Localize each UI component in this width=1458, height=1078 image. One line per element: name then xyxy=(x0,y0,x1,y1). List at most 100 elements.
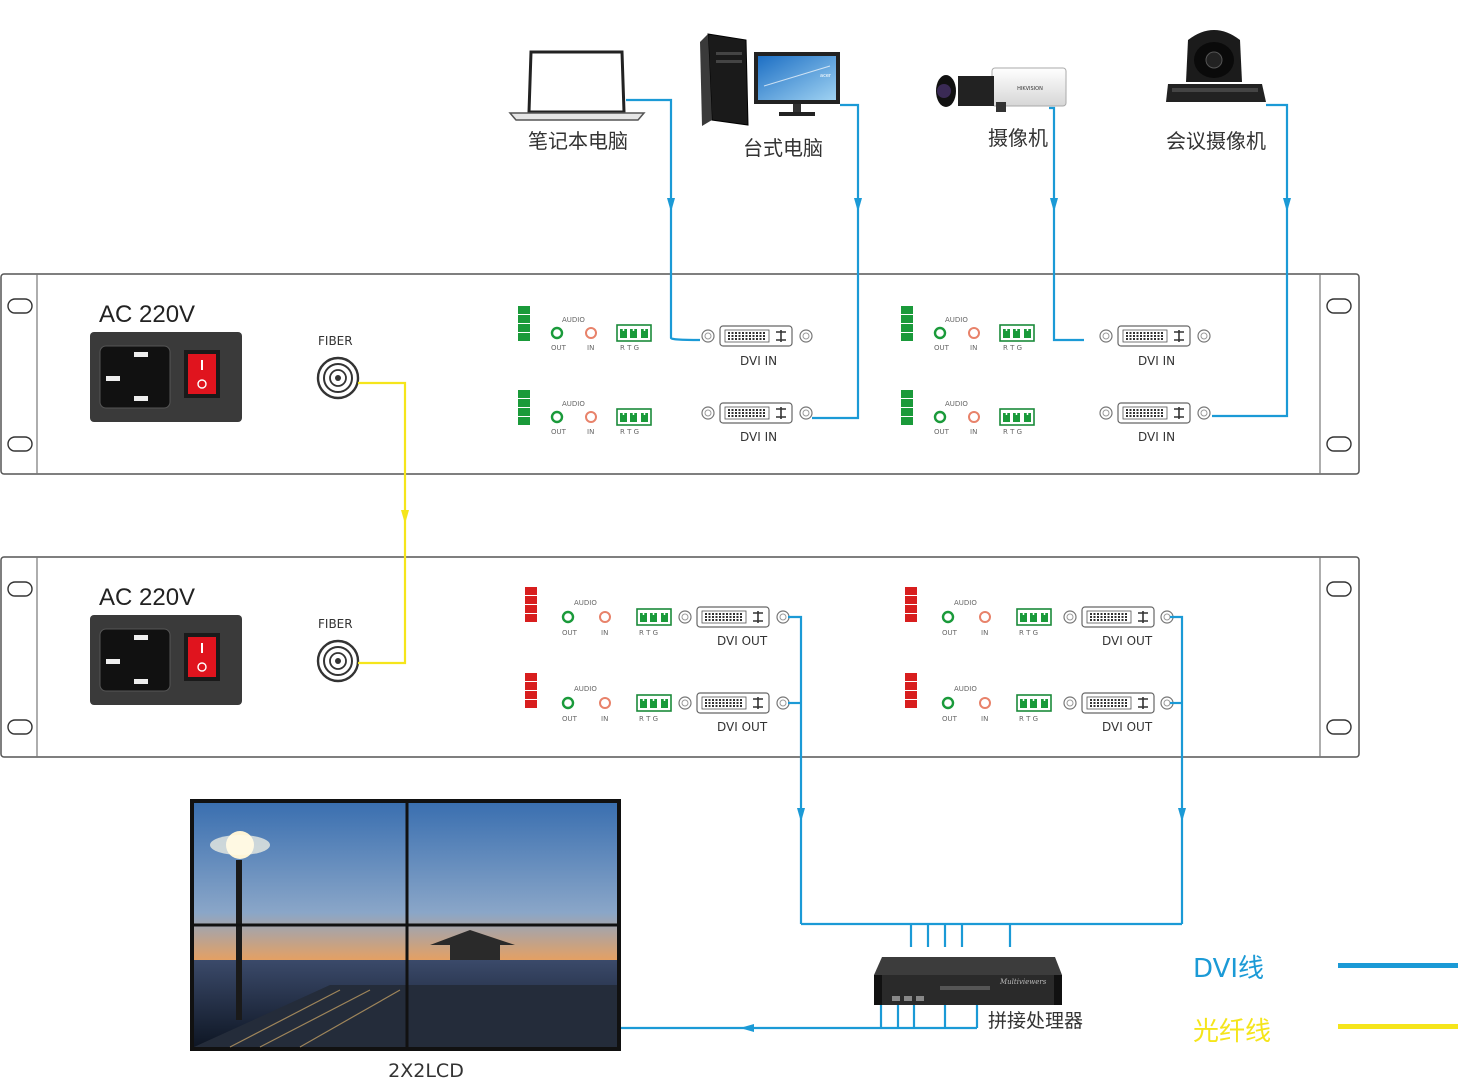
dvi-out-label: DVI OUT xyxy=(717,634,768,648)
audio-out-jack[interactable] xyxy=(941,610,955,624)
led-indicator-red xyxy=(525,673,537,708)
led-indicator-red xyxy=(525,587,537,622)
audio-out-jack[interactable] xyxy=(561,610,575,624)
rx-channel-4: AUDIO OUT IN R T G DVI OUT xyxy=(905,673,1174,734)
tx-power-socket[interactable] xyxy=(89,331,243,423)
processor-label: 拼接处理器 xyxy=(988,1010,1083,1032)
audio-label: AUDIO xyxy=(562,316,585,324)
fiber-cable xyxy=(358,381,409,665)
audio-in-label: IN xyxy=(587,428,594,436)
desktop-label: 台式电脑 xyxy=(743,136,823,160)
splicing-processor xyxy=(874,957,1062,1005)
audio-in-jack[interactable] xyxy=(585,411,597,423)
audio-in-label: IN xyxy=(970,344,977,352)
tx-channel-2: AUDIO OUT IN R T G DVI IN xyxy=(518,390,813,444)
audio-in-label: IN xyxy=(981,629,988,637)
rtg-terminal[interactable] xyxy=(636,608,672,626)
rtg-label: R T G xyxy=(1019,715,1038,723)
dvi-out-port[interactable] xyxy=(1081,692,1155,714)
tx-channel-4: AUDIO OUT IN R T G DVI IN xyxy=(901,390,1211,444)
audio-out-jack[interactable] xyxy=(941,696,955,710)
audio-out-jack[interactable] xyxy=(933,410,947,424)
audio-out-label: OUT xyxy=(551,344,567,352)
dvi-in-port[interactable] xyxy=(719,402,793,424)
rx-fiber-port[interactable] xyxy=(316,639,360,683)
audio-out-jack[interactable] xyxy=(561,696,575,710)
rtg-terminal[interactable] xyxy=(636,694,672,712)
led-indicator-red xyxy=(905,673,917,708)
dvi-out-label: DVI OUT xyxy=(1102,720,1153,734)
dvi-in-label: DVI IN xyxy=(1138,430,1175,444)
audio-in-label: IN xyxy=(970,428,977,436)
desktop-device xyxy=(700,33,840,126)
audio-label: AUDIO xyxy=(574,685,597,693)
audio-in-jack[interactable] xyxy=(979,697,991,709)
audio-out-label: OUT xyxy=(551,428,567,436)
camera-label: 摄像机 xyxy=(988,126,1048,150)
rx-channel-3: AUDIO OUT IN R T G DVI OUT xyxy=(905,587,1174,648)
video-wall-label: 2X2LCD xyxy=(388,1060,464,1078)
tx-fiber-port[interactable] xyxy=(316,356,360,400)
rtg-terminal[interactable] xyxy=(999,324,1035,342)
legend-fiber-label: 光纤线 xyxy=(1193,1017,1271,1047)
dvi-out-port[interactable] xyxy=(1081,606,1155,628)
rx-channel-1: AUDIO OUT IN R T G DVI OUT xyxy=(525,587,790,648)
audio-in-jack[interactable] xyxy=(968,327,980,339)
video-wall-2x2 xyxy=(190,799,621,1051)
audio-label: AUDIO xyxy=(945,316,968,324)
legend-fiber-swatch xyxy=(1338,1024,1458,1029)
camera-brand: HIKVISION xyxy=(1017,86,1043,92)
rtg-label: R T G xyxy=(1003,428,1022,436)
dvi-out-port[interactable] xyxy=(696,606,770,628)
dvi-out-label: DVI OUT xyxy=(1102,634,1153,648)
audio-in-label: IN xyxy=(981,715,988,723)
dvi-in-port[interactable] xyxy=(1117,325,1191,347)
rtg-terminal[interactable] xyxy=(1016,694,1052,712)
audio-out-label: OUT xyxy=(934,428,950,436)
rx-power-socket[interactable] xyxy=(89,614,243,706)
camera-device xyxy=(936,67,1067,112)
conference-camera-label: 会议摄像机 xyxy=(1166,129,1266,153)
dvi-out-port[interactable] xyxy=(696,692,770,714)
processor-brand: Multiviewers xyxy=(999,978,1047,986)
tx-channel-3: AUDIO OUT IN R T G DVI IN xyxy=(901,306,1211,368)
rtg-label: R T G xyxy=(639,629,658,637)
legend-dvi-label: DVI线 xyxy=(1193,954,1264,984)
audio-out-jack[interactable] xyxy=(933,326,947,340)
audio-in-jack[interactable] xyxy=(599,611,611,623)
rtg-label: R T G xyxy=(1019,629,1038,637)
rtg-terminal[interactable] xyxy=(1016,608,1052,626)
audio-in-jack[interactable] xyxy=(585,327,597,339)
rtg-terminal[interactable] xyxy=(616,324,652,342)
rtg-terminal[interactable] xyxy=(616,408,652,426)
audio-in-jack[interactable] xyxy=(979,611,991,623)
legend: DVI线 光纤线 xyxy=(1193,954,1458,1047)
rtg-label: R T G xyxy=(639,715,658,723)
rtg-terminal[interactable] xyxy=(999,408,1035,426)
audio-label: AUDIO xyxy=(562,400,585,408)
led-indicator-green xyxy=(901,306,913,341)
audio-in-jack[interactable] xyxy=(968,411,980,423)
tx-power-label: AC 220V xyxy=(99,301,195,328)
laptop-label: 笔记本电脑 xyxy=(528,129,628,153)
tx-fiber-label: FIBER xyxy=(318,334,353,348)
dvi-out-label: DVI OUT xyxy=(717,720,768,734)
audio-in-label: IN xyxy=(601,629,608,637)
audio-label: AUDIO xyxy=(954,685,977,693)
rx-power-label: AC 220V xyxy=(99,584,195,611)
led-indicator-red xyxy=(905,587,917,622)
audio-out-label: OUT xyxy=(934,344,950,352)
dvi-in-port[interactable] xyxy=(719,325,793,347)
audio-in-jack[interactable] xyxy=(599,697,611,709)
led-indicator-green xyxy=(518,390,530,425)
rtg-label: R T G xyxy=(620,344,639,352)
dvi-in-label: DVI IN xyxy=(740,354,777,368)
audio-label: AUDIO xyxy=(574,599,597,607)
dvi-in-port[interactable] xyxy=(1117,402,1191,424)
audio-out-label: OUT xyxy=(942,629,958,637)
audio-label: AUDIO xyxy=(945,400,968,408)
legend-dvi-swatch xyxy=(1338,963,1458,968)
audio-out-jack[interactable] xyxy=(550,410,564,424)
audio-out-jack[interactable] xyxy=(550,326,564,340)
